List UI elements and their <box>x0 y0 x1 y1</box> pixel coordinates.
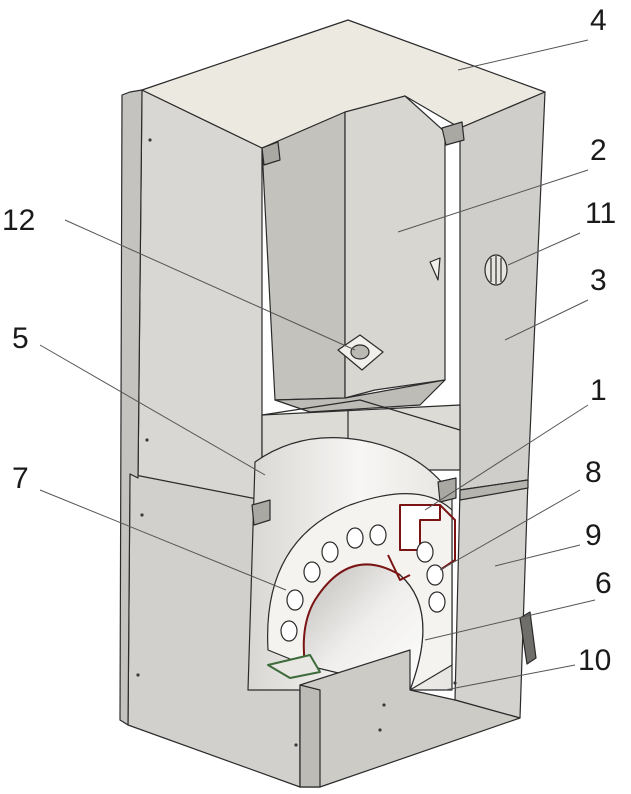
leader-line-3 <box>504 299 589 341</box>
leader-line-8 <box>439 489 581 571</box>
callout-6: 6 <box>595 567 612 600</box>
screw-hole <box>140 513 144 517</box>
leader-line-7 <box>39 489 287 591</box>
ring-cut-edge <box>387 554 411 581</box>
fire-tube <box>280 620 298 642</box>
callout-1: 1 <box>590 374 607 407</box>
callout-labels: 4 2 11 3 12 5 1 7 8 9 6 10 <box>2 4 616 677</box>
bracket-top-left <box>261 141 281 166</box>
inspection-port-hole <box>350 344 370 360</box>
fire-tube <box>286 589 304 611</box>
leader-line-2 <box>397 169 589 233</box>
left-upper-panel <box>137 89 263 501</box>
hopper-chute <box>274 379 446 413</box>
leader-line-12 <box>64 219 356 351</box>
screw-hole <box>453 681 457 685</box>
screw-hole <box>378 728 382 732</box>
leader-line-10 <box>444 664 576 691</box>
bracket-top-right <box>441 121 465 146</box>
leader-line-9 <box>494 544 581 567</box>
right-upper-panel <box>459 91 546 491</box>
side-handle <box>519 611 537 665</box>
callout-7: 7 <box>12 462 29 495</box>
cavity-frame <box>261 399 461 431</box>
leader-line-11 <box>507 232 581 266</box>
left-edge-strip <box>119 89 143 726</box>
screw-hole <box>294 743 298 747</box>
callout-9: 9 <box>585 519 602 552</box>
screw-holes <box>136 138 457 747</box>
rail-right <box>459 479 529 501</box>
callout-5: 5 <box>12 322 29 355</box>
screw-hole <box>145 438 149 442</box>
fire-tube <box>321 541 339 563</box>
leader-line-4 <box>457 39 589 71</box>
leader-line-6 <box>424 599 596 641</box>
front-lower-lip <box>299 684 321 788</box>
hopper-wall-notch <box>429 257 441 281</box>
fire-tube <box>346 527 364 549</box>
callout-8: 8 <box>585 456 602 489</box>
fire-tube <box>369 524 387 546</box>
bore-cut-edge <box>302 563 401 666</box>
leader-line-1 <box>424 404 589 511</box>
callout-4: 4 <box>590 4 607 37</box>
fire-tube <box>428 591 446 613</box>
base-seal <box>267 654 321 679</box>
leader-lines <box>39 39 596 691</box>
callout-3: 3 <box>590 264 607 297</box>
callout-11: 11 <box>585 197 616 230</box>
fire-tube <box>416 541 434 563</box>
section-cut-edge <box>439 504 456 571</box>
callout-10: 10 <box>578 644 611 677</box>
screw-hole <box>382 703 386 707</box>
leader-line-5 <box>39 344 266 476</box>
callout-12: 12 <box>2 204 35 237</box>
fire-tube <box>426 564 444 586</box>
callout-2: 2 <box>590 134 607 167</box>
bracket-mid-left <box>251 499 271 526</box>
screw-hole <box>148 138 152 142</box>
bracket-mid-right <box>437 477 457 503</box>
fire-tube <box>303 561 321 583</box>
fire-tubes <box>280 524 446 642</box>
screw-hole <box>136 673 140 677</box>
right-lower-panel <box>454 479 529 719</box>
